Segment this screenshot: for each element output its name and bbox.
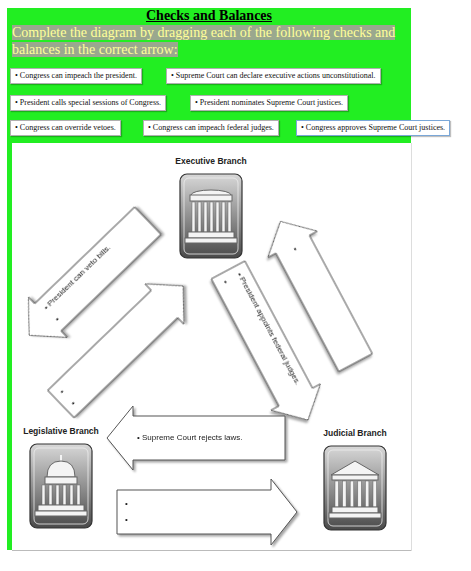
draggable-token: • Congress can impeach federal judges. (143, 120, 279, 136)
roof (191, 190, 231, 200)
title-text: Checks and Balances (7, 8, 411, 24)
column (335, 481, 339, 507)
icon-inner-frame (328, 450, 382, 526)
token-text: • Supreme Court can declare executive ac… (171, 71, 376, 80)
branch-node: Judicial Branch (310, 428, 400, 531)
arrow-outline (107, 406, 285, 470)
branch-label: Executive Branch (166, 156, 256, 167)
branch-icon (323, 445, 387, 531)
base (332, 507, 378, 513)
block-arrow: •• (117, 479, 297, 545)
column (210, 202, 213, 232)
arrow-outline (41, 266, 202, 424)
column (350, 481, 354, 507)
right-edge-line (411, 143, 412, 551)
draggable-token: • President calls special sessions of Co… (10, 95, 166, 111)
token-text: • President calls special sessions of Co… (15, 98, 161, 107)
column (42, 485, 45, 505)
token-text: • Congress can impeach federal judges. (148, 123, 274, 132)
draggable-token: • Congress approves Supreme Court justic… (296, 120, 450, 136)
column (222, 202, 225, 232)
column (77, 485, 80, 505)
token-text: • President nominates Supreme Court just… (195, 98, 343, 107)
column (63, 485, 66, 505)
icon-tile (180, 174, 242, 258)
token-text: • Congress can override vetoes. (15, 123, 116, 132)
arrow-text-box: •• (125, 490, 128, 534)
branch-label: Legislative Branch (16, 426, 106, 437)
arrow-text-box: • Supreme Court rejects laws. (137, 416, 243, 460)
column (204, 202, 207, 232)
icon-inner-frame (34, 448, 88, 524)
block-arrow: • Supreme Court rejects laws. (107, 406, 285, 470)
draggable-token: • President nominates Supreme Court just… (190, 95, 348, 111)
column (198, 202, 201, 232)
arrow-shape (117, 479, 297, 545)
branch-node: Executive Branch (166, 156, 256, 259)
entablature (332, 475, 378, 480)
icon-tile (324, 446, 386, 530)
draggable-token: • Supreme Court can declare executive ac… (166, 68, 381, 84)
column (373, 481, 377, 507)
column (343, 481, 347, 507)
column (216, 202, 219, 232)
base (188, 232, 234, 238)
branch-label: Judicial Branch (310, 428, 400, 439)
column (228, 202, 231, 232)
instruction-wrap: Complete the diagram by dragging each of… (12, 24, 408, 58)
roof-rim (190, 195, 232, 201)
drum (45, 477, 77, 484)
branch-icon (29, 443, 93, 529)
arrow-text: • (125, 515, 128, 525)
column (192, 202, 195, 232)
token-text: • Congress can impeach the president. (15, 71, 137, 80)
token-text: • Congress approves Supreme Court justic… (301, 123, 445, 132)
arrow-text: • Supreme Court rejects laws. (137, 433, 243, 443)
column (56, 485, 59, 505)
arrow-outline (117, 479, 297, 545)
steps (329, 513, 381, 518)
pediment (331, 461, 379, 475)
base (38, 505, 84, 511)
branch-icon (179, 173, 243, 259)
arrow-text: • (125, 499, 128, 509)
steps (185, 238, 237, 243)
column (358, 481, 362, 507)
dome-spire (60, 455, 62, 461)
column (49, 485, 52, 505)
icon-tile (30, 444, 92, 528)
draggable-token: • Congress can override vetoes. (10, 120, 121, 136)
branch-node: Legislative Branch (16, 426, 106, 529)
arrow-outline (203, 257, 332, 433)
column (70, 485, 73, 505)
instruction-text: Complete the diagram by dragging each of… (12, 25, 395, 57)
steps (35, 511, 87, 516)
dome (47, 461, 75, 477)
icon-inner-frame (184, 178, 238, 254)
column (365, 481, 369, 507)
draggable-token: • Congress can impeach the president. (10, 68, 142, 84)
